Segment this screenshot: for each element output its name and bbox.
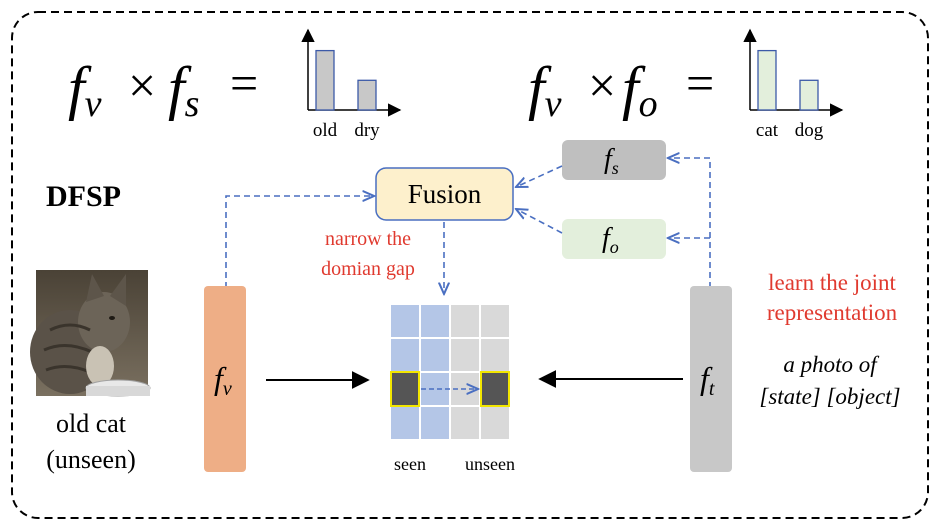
fo-to-fusion-arrow: [516, 209, 563, 234]
equation-left: fv × fs =: [68, 55, 258, 125]
chart-tick-label-dog: dog: [795, 120, 824, 141]
grid-cell: [419, 337, 451, 373]
chart-tick-label-dry: dry: [354, 120, 380, 141]
fusion-box: [375, 167, 514, 221]
grid-cell: [449, 303, 481, 339]
equation-right-equals: =: [686, 55, 714, 111]
grid-cell: [479, 303, 511, 339]
grid-cell: [479, 405, 511, 441]
image-caption-line1: old cat: [56, 409, 127, 438]
grid-cell: [419, 405, 451, 441]
chart-tick-label-old: old: [313, 120, 338, 141]
narrow-gap-line1: narrow the: [325, 228, 411, 250]
fs-box: [562, 140, 666, 180]
chart-bar-dog: [799, 79, 819, 111]
unseen-highlight-cell: [480, 371, 510, 407]
chart-bar-dry: [357, 79, 377, 111]
chart-tick-label-cat: cat: [756, 120, 779, 141]
equation-right-fo: fo: [622, 55, 658, 125]
grid-cell: [479, 337, 511, 373]
grid-cell: [419, 303, 451, 339]
grid-cell: [449, 337, 481, 373]
prompt-template-line1: a photo of: [783, 352, 880, 377]
fo-box-label: fo: [602, 223, 619, 257]
equation-left-fv: fv: [68, 55, 102, 125]
equation-right-times: ×: [588, 57, 616, 113]
grid-cell: [389, 303, 421, 339]
image-caption-line2: (unseen): [46, 445, 136, 474]
fv-to-fusion-arrow: [225, 196, 374, 288]
equation-left-fs: fs: [168, 55, 199, 125]
grid-cell: [389, 405, 421, 441]
narrow-gap-line2: domian gap: [321, 258, 415, 280]
grid-label-seen: seen: [394, 454, 426, 474]
grid-cell: [389, 337, 421, 373]
prompt-template-line2: [state] [object]: [759, 384, 900, 409]
seen-highlight-cell: [390, 371, 420, 407]
dashed-connectors: [225, 158, 711, 294]
outer-dashed-frame: [11, 11, 929, 519]
learn-joint-line2: representation: [767, 300, 898, 325]
equation-right: fv × fo =: [528, 55, 714, 125]
chart-bar-old: [315, 49, 335, 111]
method-label: DFSP: [46, 180, 121, 213]
fv-feature-bar: [204, 286, 246, 472]
equation-right-fv: fv: [528, 55, 562, 125]
fusion-label: Fusion: [408, 179, 482, 209]
fs-to-fusion-arrow: [516, 165, 563, 187]
cat-photo: [30, 270, 151, 397]
fs-box-label: fs: [604, 144, 619, 178]
ft-feature-bar: [690, 286, 732, 472]
learn-joint-line1: learn the joint: [768, 270, 896, 295]
equation-left-equals: =: [230, 55, 258, 111]
fo-box: [562, 219, 666, 259]
chart-bar-cat: [757, 49, 777, 111]
equation-left-times: ×: [128, 57, 156, 113]
grid-label-unseen: unseen: [465, 454, 515, 474]
grid-cell: [449, 405, 481, 441]
